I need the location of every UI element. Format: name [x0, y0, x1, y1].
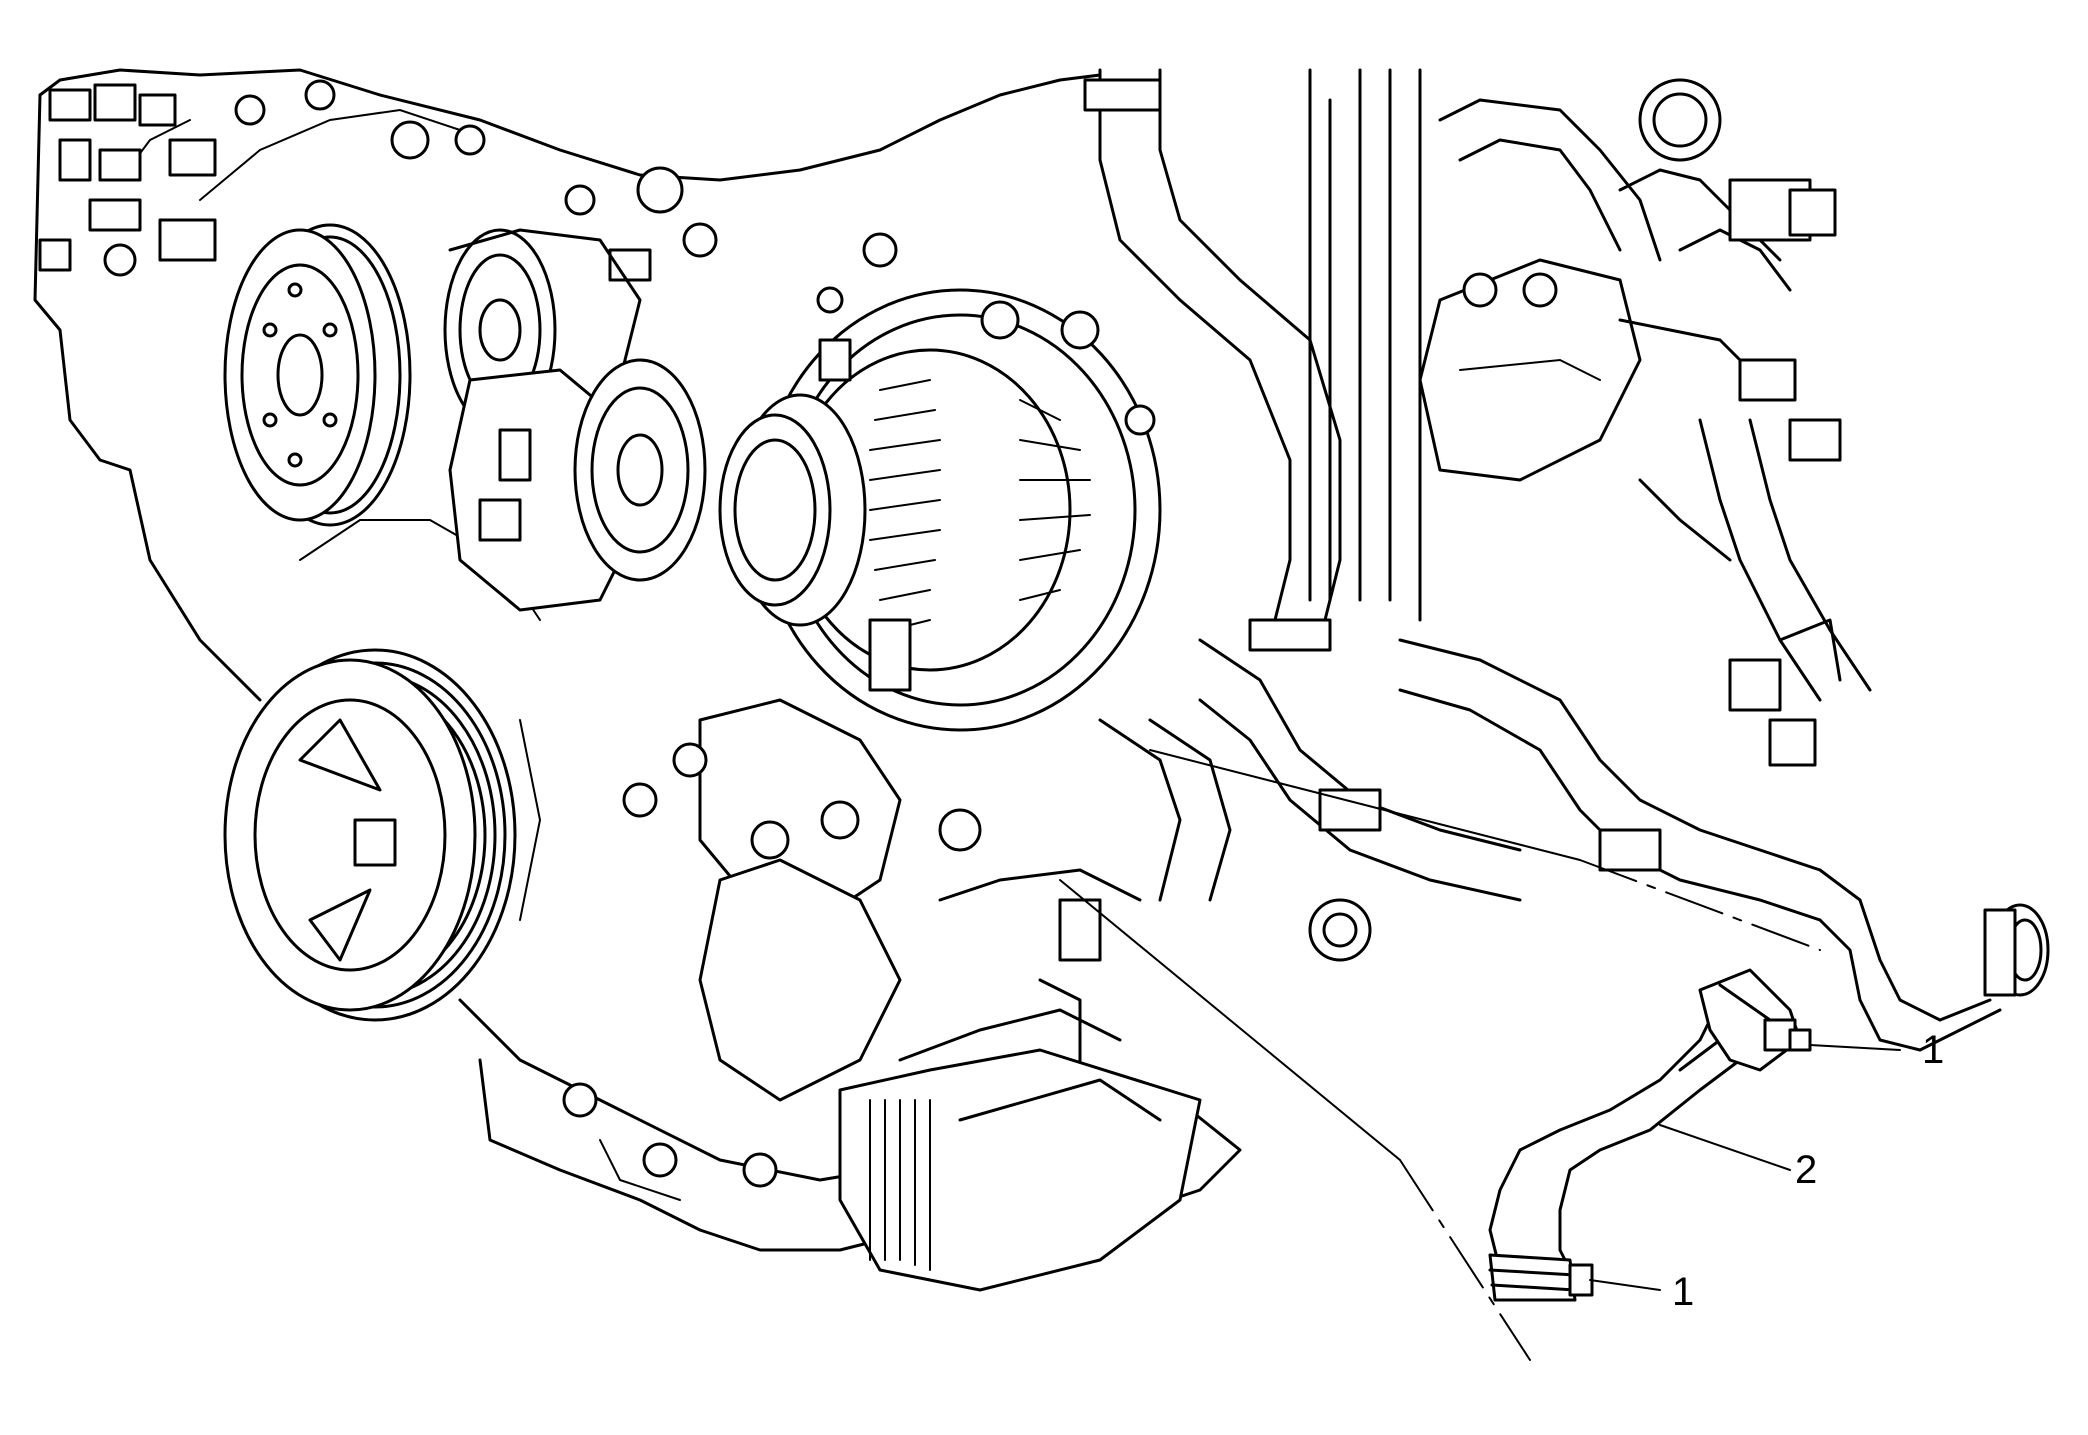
right-pipes [1418, 78, 1872, 767]
callout-label-clamp-upper: 1 [1922, 1028, 1944, 1072]
callout-labels: 1 2 1 [1672, 1028, 1944, 1314]
callout-leaders [1589, 1044, 1901, 1291]
upper-clamp [1698, 968, 1812, 1072]
phantom-lines [1059, 749, 1821, 1361]
crank-balancer [223, 648, 542, 1022]
alternator [718, 232, 1162, 732]
removed-hose [1488, 1018, 1742, 1272]
heater-hoses [1083, 68, 1422, 642]
upper-pulley [223, 223, 412, 527]
top-left-connectors [38, 79, 718, 282]
lower-clamp [1488, 1253, 1594, 1302]
oil-pan [838, 1048, 1202, 1292]
mid-hose-assembly [1098, 618, 1662, 962]
lower-brackets [562, 698, 1142, 1188]
radiator-hose [1398, 638, 2050, 1052]
callout-label-clamp-lower: 1 [1672, 1270, 1694, 1314]
callout-label-hose: 2 [1795, 1148, 1817, 1192]
tensioner [448, 358, 707, 612]
